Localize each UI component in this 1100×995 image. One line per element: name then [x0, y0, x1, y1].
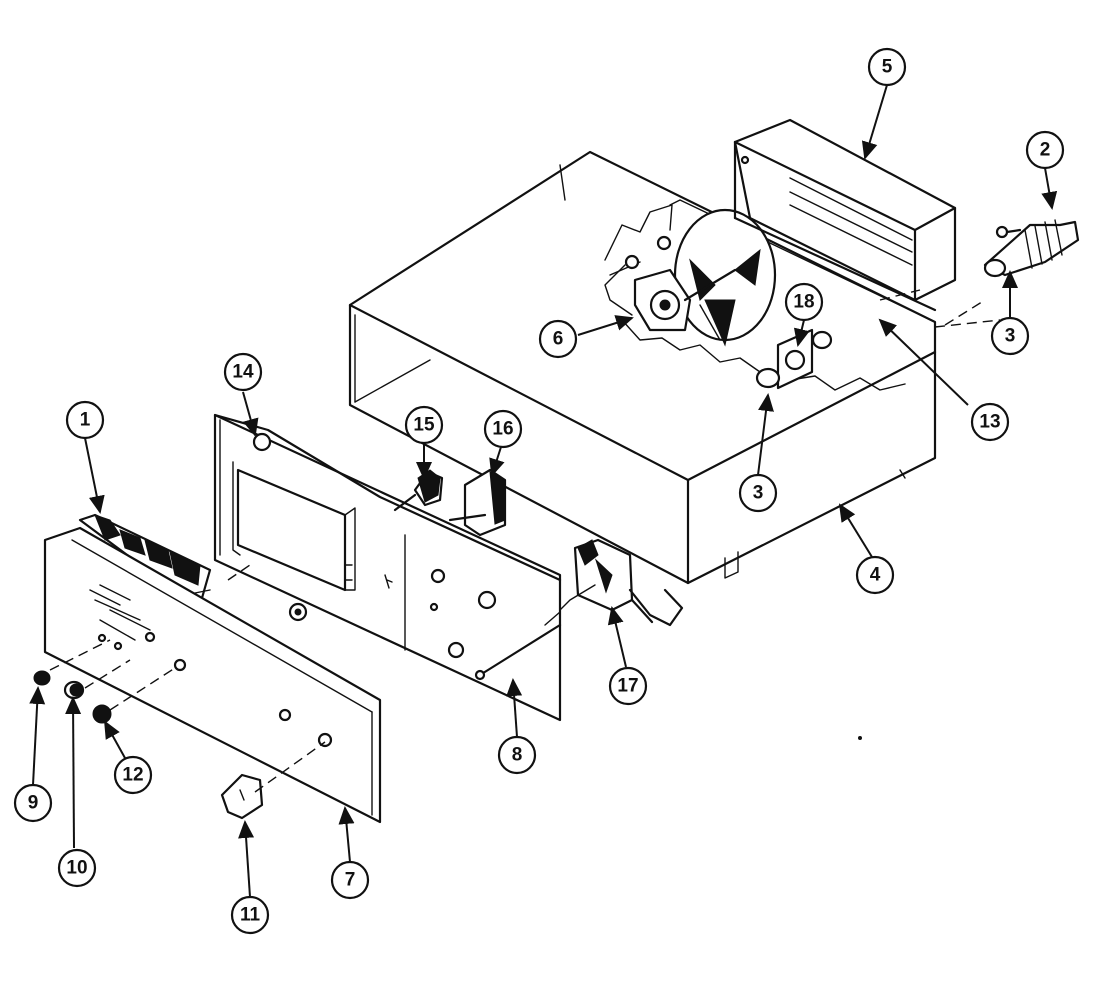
callout-2: 2: [1025, 130, 1065, 170]
svg-text:14: 14: [232, 362, 254, 383]
callout-8: 8: [497, 735, 537, 775]
switch-component: [448, 468, 507, 537]
stray-dot: [858, 736, 862, 740]
svg-text:10: 10: [66, 858, 87, 879]
relay-component: [393, 469, 444, 512]
svg-text:3: 3: [1005, 326, 1016, 347]
callout-10: 10: [57, 848, 97, 888]
svg-text:12: 12: [122, 765, 143, 786]
callout-16: 16: [483, 409, 523, 449]
front-control-panel: [43, 526, 382, 824]
callout-18: 18: [784, 282, 824, 322]
svg-text:9: 9: [28, 793, 39, 814]
leader-lines: [29, 84, 1058, 898]
callout-1: 1: [65, 400, 105, 440]
main-housing-cabinet: [348, 150, 937, 585]
top-duct-panel: [733, 118, 957, 312]
svg-text:5: 5: [882, 57, 893, 78]
callout-3-lower: 3: [738, 473, 778, 513]
svg-text:13: 13: [979, 412, 1000, 433]
callout-9: 9: [13, 783, 53, 823]
callout-3-right: 3: [990, 316, 1030, 356]
blower-fan-assembly: [604, 208, 777, 347]
callout-15: 15: [404, 405, 444, 445]
svg-text:8: 8: [512, 745, 523, 766]
svg-text:18: 18: [793, 292, 814, 313]
svg-text:2: 2: [1040, 140, 1051, 161]
svg-text:7: 7: [345, 870, 356, 891]
motor-assembly: [544, 538, 684, 627]
svg-text:15: 15: [413, 415, 435, 436]
shaft-rod: [474, 623, 562, 681]
svg-text:1: 1: [80, 410, 91, 431]
svg-text:4: 4: [870, 565, 881, 586]
svg-text:17: 17: [617, 676, 638, 697]
svg-text:11: 11: [240, 905, 261, 926]
callout-17: 17: [608, 666, 648, 706]
grommet-fitting: [983, 219, 1080, 278]
svg-text:3: 3: [753, 483, 764, 504]
callout-13: 13: [970, 402, 1010, 442]
callout-4: 4: [855, 555, 895, 595]
callout-7: 7: [330, 860, 370, 900]
control-bracket: [213, 413, 562, 722]
explosion-lines: [49, 299, 986, 793]
knobs-and-buttons: [33, 670, 264, 820]
callout-14: 14: [223, 352, 263, 392]
callout-11: 11: [230, 895, 270, 935]
callout-6: 6: [538, 319, 578, 359]
callout-5: 5: [867, 47, 907, 87]
svg-text:16: 16: [492, 419, 513, 440]
svg-text:6: 6: [553, 329, 564, 350]
callout-12: 12: [113, 755, 153, 795]
